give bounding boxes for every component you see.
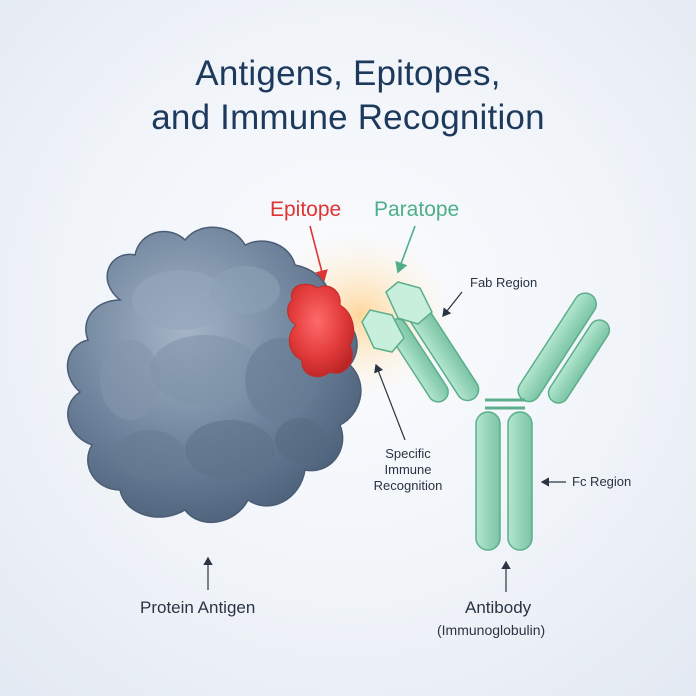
antigen-lobe [275, 418, 325, 462]
title-line-1: Antigens, Epitopes, [0, 54, 696, 94]
antigen-lobe [150, 335, 260, 405]
protein-antigen-label: Protein Antigen [140, 598, 255, 618]
fab-region-label: Fab Region [470, 275, 537, 290]
title-line-2: and Immune Recognition [0, 98, 696, 138]
fc-region-label: Fc Region [572, 474, 631, 489]
epitope-label: Epitope [270, 198, 341, 222]
antigen-lobe [210, 266, 280, 314]
recognition-line: Recognition [364, 478, 452, 494]
antibody-label: Antibody [465, 598, 531, 618]
specific-line: Specific [364, 446, 452, 462]
antigen-lobe [115, 430, 185, 480]
fab-arm-right [514, 289, 621, 419]
antigen-lobe [185, 420, 275, 480]
antibody [362, 282, 621, 550]
paratope-label: Paratope [374, 198, 459, 222]
fc-chain [476, 412, 500, 550]
fc-chain [508, 412, 532, 550]
antigen-lobe [100, 340, 160, 420]
immunoglobulin-label: (Immunoglobulin) [437, 622, 545, 638]
specific-recognition-label: Specific Immune Recognition [364, 446, 452, 494]
immune-line: Immune [364, 462, 452, 478]
